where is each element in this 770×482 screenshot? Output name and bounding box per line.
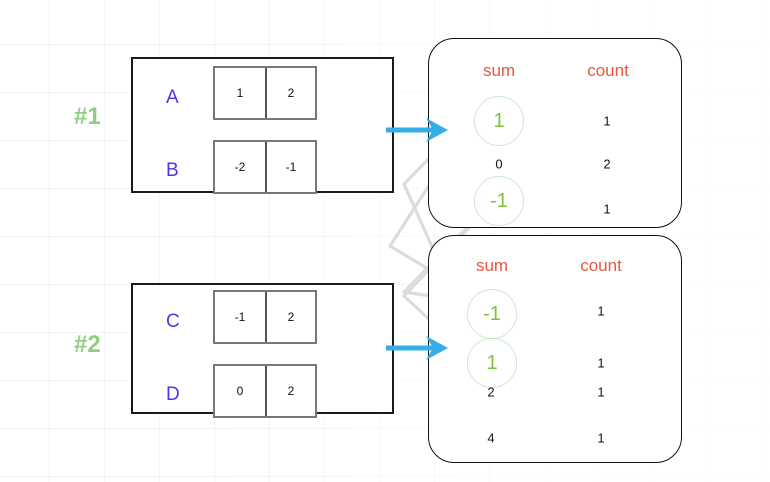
input-row-name-b: B	[166, 160, 179, 181]
input-box-1: A 1 2 B -2 -1	[131, 57, 394, 194]
output-1-row-2-count: 1	[603, 201, 611, 217]
input-cells-a: 1 2	[213, 66, 317, 120]
group-label-2: #2	[74, 331, 101, 358]
output-1-row-0-count: 1	[603, 113, 611, 129]
output-2-row-0-count: 1	[597, 303, 605, 319]
output-1-row-1-count: 2	[603, 156, 611, 172]
input-cell-d-1: 2	[265, 366, 315, 416]
input-cell-b-0: -2	[215, 142, 265, 192]
input-cell-c-0: -1	[215, 292, 265, 342]
input-row-name-d: D	[166, 384, 180, 405]
output-2-column-sum: sum	[475, 256, 509, 275]
output-panel-2: sum count -1 1 1 1 2 1 4 1	[428, 235, 682, 463]
output-2-row-3-count: 1	[597, 430, 605, 446]
output-2-row-2-sum: 2	[487, 384, 495, 400]
output-2-row-0-sum: -1	[467, 289, 517, 339]
output-2-column-count: count	[580, 256, 622, 275]
output-panel-1: sum count 1 1 0 2 -1 1	[428, 38, 682, 228]
input-box-2: C -1 2 D 0 2	[131, 283, 394, 418]
input-cell-a-1: 2	[265, 68, 315, 118]
output-1-column-sum: sum	[482, 61, 516, 80]
output-2-row-2-count: 1	[597, 384, 605, 400]
output-1-row-2-sum: -1	[474, 176, 524, 226]
input-cells-c: -1 2	[213, 290, 317, 344]
group-label-1: #1	[74, 103, 101, 130]
output-1-row-1-sum: 0	[495, 156, 503, 172]
input-row-name-c: C	[166, 311, 180, 332]
input-cell-c-1: 2	[265, 292, 315, 342]
input-cell-d-0: 0	[215, 366, 265, 416]
output-2-row-1-count: 1	[597, 355, 605, 371]
input-cell-a-0: 1	[215, 68, 265, 118]
input-cells-b: -2 -1	[213, 140, 317, 194]
input-row-name-a: A	[166, 87, 179, 108]
output-1-column-count: count	[587, 61, 629, 80]
output-2-row-1-sum: 1	[467, 338, 517, 388]
output-2-row-3-sum: 4	[487, 430, 495, 446]
input-cell-b-1: -1	[265, 142, 315, 192]
output-1-row-0-sum: 1	[474, 96, 524, 146]
input-cells-d: 0 2	[213, 364, 317, 418]
